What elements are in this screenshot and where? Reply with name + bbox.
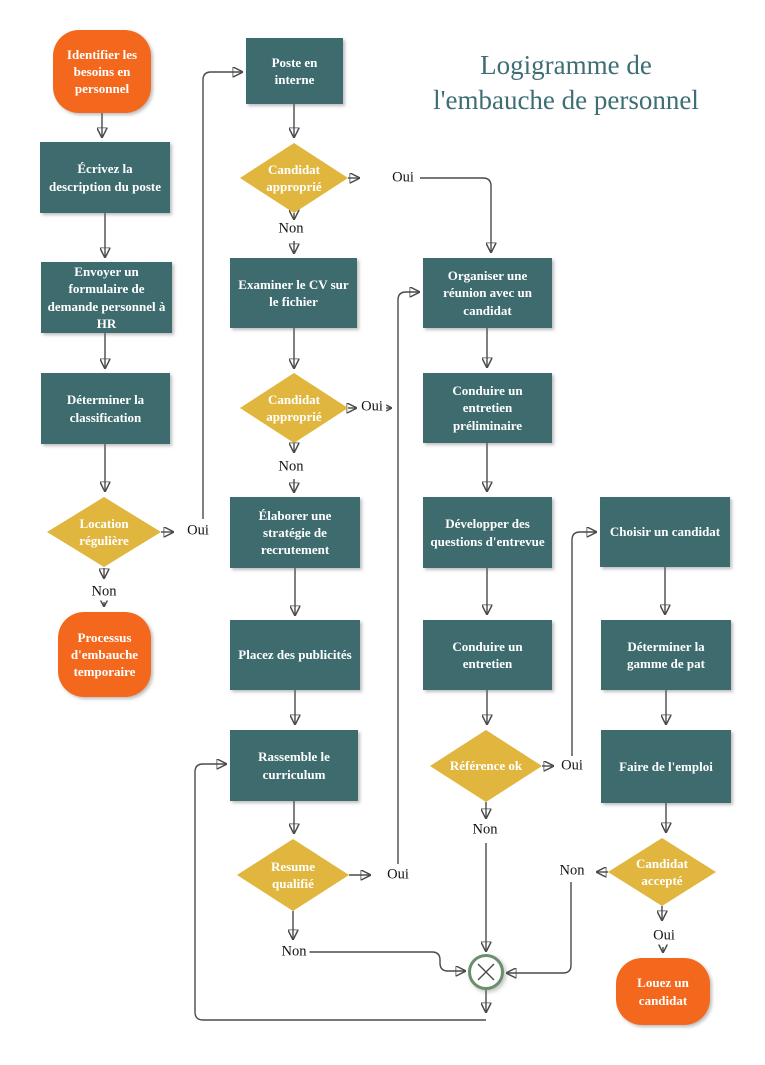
connector xyxy=(309,951,465,971)
node-choose-candidate: Choisir un candidat xyxy=(600,497,730,567)
node-label: Déterminer la classification xyxy=(66,392,145,425)
node-internal-posting: Poste en interne xyxy=(246,38,343,104)
connector xyxy=(202,72,242,519)
branch-label-suitable2-non: Non xyxy=(275,458,307,476)
branch-label-location-non: Non xyxy=(88,583,120,601)
branch-label-reference-oui: Oui xyxy=(558,757,586,775)
branch-label-reference-non: Non xyxy=(469,821,501,839)
node-label: Élaborer une stratégie de recrutement xyxy=(258,507,332,558)
node-preliminary-interview: Conduire un entretien préliminaire xyxy=(423,373,552,443)
node-label: Écrivez la description du poste xyxy=(49,161,161,194)
node-label: Louez un candidat xyxy=(637,975,689,1008)
connector xyxy=(507,882,572,973)
node-label: Référence ok xyxy=(449,758,523,774)
node-label: Rassemble le curriculum xyxy=(258,749,330,782)
node-conduct-interview: Conduire un entretien xyxy=(423,620,552,690)
branch-label-suitable1-non: Non xyxy=(275,220,307,238)
node-develop-questions: Développer des questions d'entrevue xyxy=(423,497,552,568)
node-label: Resume qualifié xyxy=(270,858,316,891)
node-temporary-process: Processus d'embauche temporaire xyxy=(58,612,151,697)
node-collect-resumes: Rassemble le curriculum xyxy=(230,730,358,801)
node-label: Candidat accepté xyxy=(635,855,689,888)
node-organize-meeting: Organiser une réunion avec un candidat xyxy=(423,258,552,328)
connector xyxy=(571,532,596,756)
page-title: Logigramme de l'embauche de personnel xyxy=(386,48,746,118)
connector xyxy=(420,177,491,252)
node-label: Développer des questions d'entrevue xyxy=(430,516,545,549)
node-determine-classification: Déterminer la classification xyxy=(41,373,170,444)
node-label: Envoyer un formulaire de demande personn… xyxy=(47,264,166,331)
branch-label-accepted-oui: Oui xyxy=(650,927,678,945)
branch-label-accepted-non: Non xyxy=(556,862,588,880)
node-label: Processus d'embauche temporaire xyxy=(70,629,139,680)
node-label: Conduire un entretien xyxy=(452,638,523,671)
node-label: Location régulière xyxy=(79,515,129,548)
connector xyxy=(397,292,419,864)
node-make-offer: Faire de l'emploi xyxy=(601,730,731,803)
branch-label-suitable2-oui: Oui xyxy=(358,398,386,416)
node-develop-strategy: Élaborer une stratégie de recrutement xyxy=(230,497,360,568)
node-send-form: Envoyer un formulaire de demande personn… xyxy=(41,262,172,333)
node-label: Candidat approprié xyxy=(266,391,322,424)
node-label: Identifier les besoins en personnel xyxy=(66,46,138,97)
connector xyxy=(194,764,486,1021)
node-label: Déterminer la gamme de pat xyxy=(627,638,705,671)
node-place-ads: Placez des publicités xyxy=(230,620,360,690)
page-title-line1: Logigramme de xyxy=(480,50,652,80)
node-write-description: Écrivez la description du poste xyxy=(40,142,170,213)
node-hire-candidate: Louez un candidat xyxy=(616,958,710,1025)
page-title-line2: l'embauche de personnel xyxy=(433,85,699,116)
branch-label-suitable1-oui: Oui xyxy=(389,169,417,187)
node-label: Poste en interne xyxy=(271,54,318,87)
node-label: Conduire un entretien préliminaire xyxy=(452,383,523,433)
branch-label-location-oui: Oui xyxy=(184,522,212,540)
node-label: Placez des publicités xyxy=(238,647,352,663)
node-label: Organiser une réunion avec un candidat xyxy=(443,268,532,318)
node-label: Faire de l'emploi xyxy=(619,758,713,774)
node-label: Candidat approprié xyxy=(266,161,322,194)
x-junction-cross xyxy=(477,963,495,981)
node-identify-needs: Identifier les besoins en personnel xyxy=(53,30,151,113)
node-determine-range: Déterminer la gamme de pat xyxy=(601,620,731,690)
node-examine-cv: Examiner le CV sur le fichier xyxy=(230,258,357,328)
branch-label-resume-non: Non xyxy=(278,943,310,961)
node-label: Examiner le CV sur le fichier xyxy=(238,276,349,309)
node-label: Choisir un candidat xyxy=(609,524,721,540)
branch-label-resume-oui: Oui xyxy=(384,866,412,884)
